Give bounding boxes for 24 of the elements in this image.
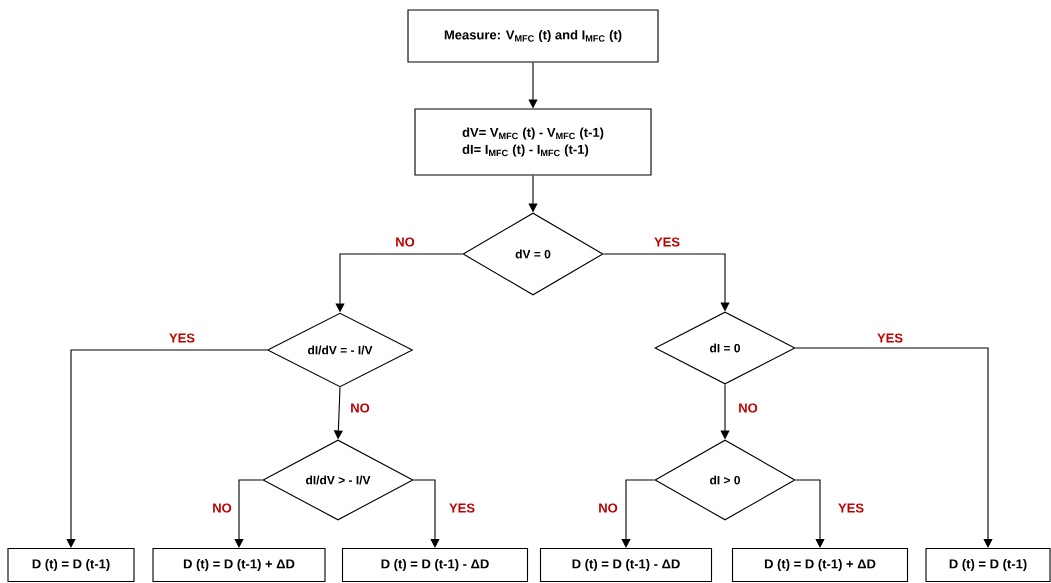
edge-label: NO [597, 502, 619, 514]
edge-label: NO [737, 402, 759, 414]
edge-label: YES [168, 332, 196, 344]
arrow [795, 347, 993, 548]
arrow [795, 479, 825, 548]
edge-label: NO [349, 402, 371, 414]
edge-label: YES [837, 502, 865, 514]
arrow [413, 479, 440, 548]
edge-label: NO [211, 502, 233, 514]
result-box: D (t) = D (t-1) [7, 547, 135, 583]
edge-label: YES [448, 502, 476, 514]
arrow [234, 479, 263, 548]
edge-label: NO [394, 236, 416, 248]
result-box: D (t) = D (t-1) + ΔD [731, 547, 909, 583]
edge-label: YES [876, 332, 904, 344]
result-box: D (t) = D (t-1) - ΔD [341, 547, 529, 583]
process-box: dV= V$_{MFC}$ (t) - V$_{MFC}$ (t-1) dI= I$_{MFC}$ (t) - I$_{MFC}$ (t-1) [414, 108, 652, 176]
process-box: Measure: V$_{MFC}$ (t) and I$_{MFC}$ (t) [407, 9, 659, 63]
arrow [621, 479, 655, 548]
result-box: D (t) = D (t-1) [925, 547, 1051, 583]
edge-label: YES [653, 236, 681, 248]
result-box: D (t) = D (t-1) + ΔD [152, 547, 326, 583]
result-box: D (t) = D (t-1) - ΔD [539, 547, 713, 583]
arrow [66, 349, 268, 548]
